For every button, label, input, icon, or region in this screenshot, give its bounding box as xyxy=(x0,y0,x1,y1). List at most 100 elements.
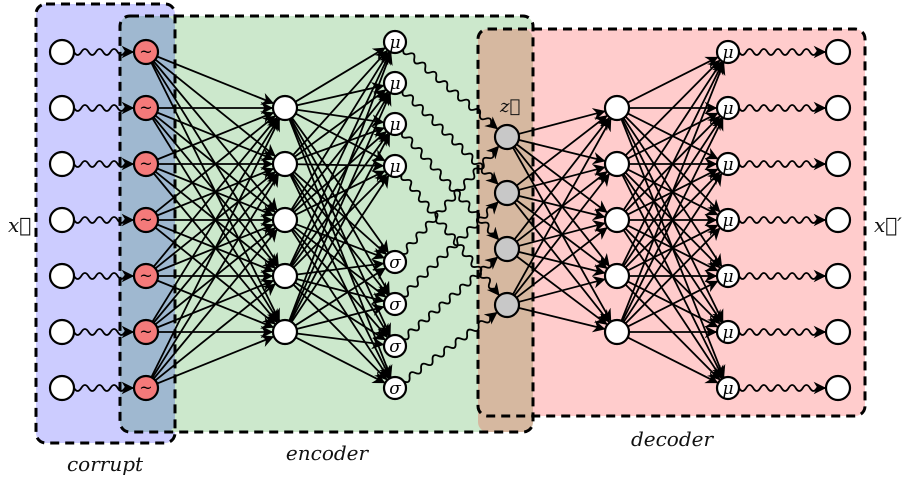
tilde-symbol: ~ xyxy=(139,154,152,173)
edge-encoder-hidden-to-encoder-mu xyxy=(293,131,387,213)
node-circle xyxy=(132,374,160,402)
node-circle xyxy=(132,94,160,122)
edge-decoder-hidden-to-decoder-mu xyxy=(627,56,719,104)
node-decoder-mu: μ xyxy=(715,151,741,177)
mu-symbol: μ xyxy=(389,33,400,53)
node-circle xyxy=(271,262,299,290)
node-circle xyxy=(715,207,741,233)
node-decoder-hidden xyxy=(603,206,631,234)
tilde-symbol: ~ xyxy=(139,378,152,397)
tilde-symbol: ~ xyxy=(139,322,152,341)
node-circle xyxy=(715,375,741,401)
edge-encoder-hidden-to-encoder-sigma xyxy=(292,283,388,381)
edge-input-to-corrupted xyxy=(73,213,135,227)
node-input xyxy=(48,150,76,178)
edge-decoder-mu-to-output xyxy=(738,381,827,395)
edge-encoder-hidden-to-encoder-sigma xyxy=(293,226,387,298)
edge-encoder-hidden-to-encoder-sigma xyxy=(296,332,385,350)
node-encoder-hidden xyxy=(271,262,299,290)
edge-encoder-hidden-to-encoder-sigma xyxy=(294,267,386,327)
node-decoder-mu: μ xyxy=(715,207,741,233)
mu-symbol: μ xyxy=(722,267,733,287)
node-decoder-mu: μ xyxy=(715,319,741,345)
edge-encoder-hidden-to-encoder-mu xyxy=(296,82,385,107)
node-circle xyxy=(48,94,76,122)
node-output xyxy=(824,94,852,122)
node-circle xyxy=(824,150,852,178)
node-circle xyxy=(493,291,521,319)
node-circle xyxy=(603,94,631,122)
edge-input-to-corrupted xyxy=(73,157,135,171)
node-circle xyxy=(824,94,852,122)
node-circle xyxy=(271,206,299,234)
region-borders xyxy=(34,2,867,445)
edge-decoder-mu-to-output xyxy=(738,157,827,171)
mu-symbol: μ xyxy=(722,155,733,175)
edge-encoder-hidden-to-encoder-sigma xyxy=(295,336,386,384)
edge-encoder-hidden-to-encoder-mu xyxy=(295,112,386,162)
node-circle xyxy=(382,291,408,317)
edge-encoder-hidden-to-encoder-mu xyxy=(294,89,387,158)
node-corrupted: ~ xyxy=(132,374,160,402)
edge-decoder-hidden-to-decoder-mu xyxy=(620,61,726,322)
tilde-symbol: ~ xyxy=(139,42,152,61)
edge-encoder-hidden-to-encoder-sigma xyxy=(296,258,385,276)
edge-encoder-hidden-to-encoder-sigma xyxy=(290,229,390,380)
node-output xyxy=(824,150,852,178)
node-encoder-sigma: σ xyxy=(382,333,408,359)
encoder-decoder-overlap xyxy=(478,29,533,432)
edge-encoder-sigma-to-latent-z xyxy=(402,201,499,298)
node-decoder-hidden xyxy=(603,262,631,290)
node-circle xyxy=(48,318,76,346)
output-label: x⃗′ xyxy=(874,213,902,237)
mu-symbol: μ xyxy=(722,379,733,399)
node-circle xyxy=(824,38,852,66)
node-input xyxy=(48,262,76,290)
sigma-symbol: σ xyxy=(389,295,401,315)
edge-encoder-hidden-to-encoder-sigma xyxy=(292,228,388,338)
node-encoder-hidden xyxy=(271,94,299,122)
node-circle xyxy=(715,151,741,177)
node-corrupted: ~ xyxy=(132,38,160,66)
edge-encoder-hidden-to-encoder-mu xyxy=(292,173,388,269)
mu-symbol: μ xyxy=(722,43,733,63)
edge-latent-z-to-decoder-hidden xyxy=(513,117,610,241)
edge-encoder-mu-to-latent-z xyxy=(401,90,499,185)
node-encoder-hidden xyxy=(271,206,299,234)
node-circle xyxy=(824,374,852,402)
tilde-symbol: ~ xyxy=(139,210,152,229)
node-output xyxy=(824,262,852,290)
edge-encoder-hidden-to-encoder-sigma xyxy=(296,278,385,305)
node-circle xyxy=(48,150,76,178)
edge-encoder-hidden-to-encoder-mu xyxy=(289,51,391,266)
encoder-label: encoder xyxy=(286,441,370,465)
mu-symbol: μ xyxy=(389,74,400,94)
node-circle xyxy=(271,318,299,346)
node-circle xyxy=(493,123,521,151)
node-encoder-mu: μ xyxy=(382,153,408,179)
node-circle xyxy=(715,319,741,345)
node-circle xyxy=(603,318,631,346)
node-latent-z xyxy=(493,235,521,263)
edge-decoder-mu-to-output xyxy=(738,269,827,283)
node-circle xyxy=(132,150,160,178)
sigma-symbol: σ xyxy=(389,253,401,273)
edge-encoder-hidden-to-encoder-sigma xyxy=(291,172,389,296)
node-encoder-mu: μ xyxy=(382,70,408,96)
mu-symbol: μ xyxy=(389,157,400,177)
input-label: x⃗ xyxy=(8,213,31,237)
edge-encoder-hidden-to-encoder-mu xyxy=(292,49,388,156)
edge-decoder-mu-to-output xyxy=(738,325,827,339)
node-corrupted: ~ xyxy=(132,150,160,178)
edge-corrupted-to-encoder-hidden xyxy=(152,229,278,380)
node-input xyxy=(48,38,76,66)
edge-input-to-corrupted xyxy=(73,269,135,283)
edge-decoder-hidden-to-decoder-mu xyxy=(622,60,723,211)
node-decoder-hidden xyxy=(603,150,631,178)
node-circle xyxy=(493,235,521,263)
node-encoder-mu: μ xyxy=(382,111,408,137)
edge-encoder-hidden-to-encoder-mu xyxy=(296,108,385,127)
node-decoder-mu: μ xyxy=(715,263,741,289)
